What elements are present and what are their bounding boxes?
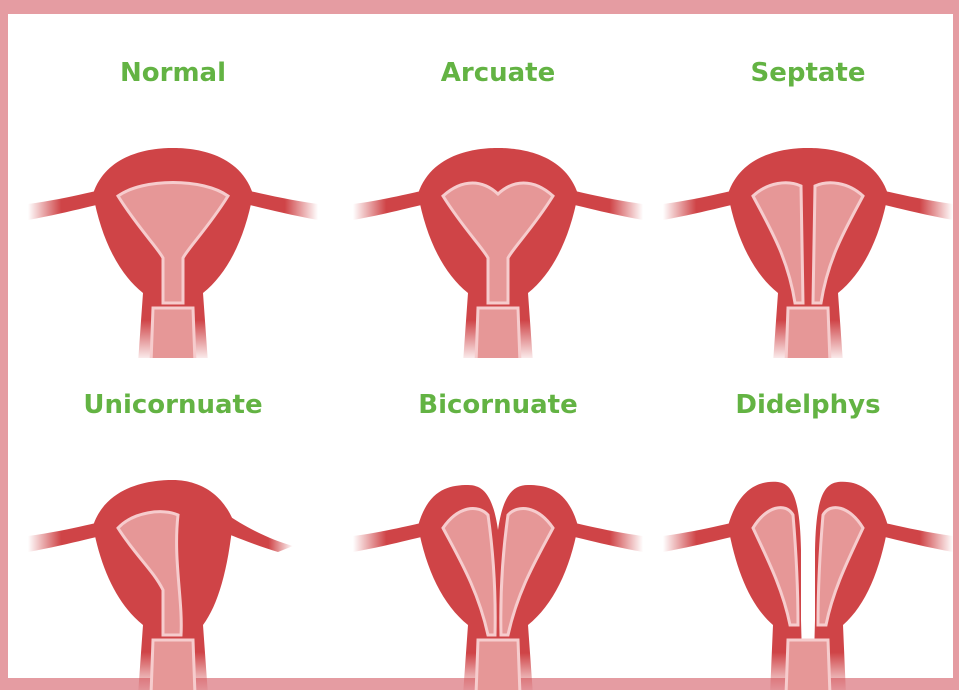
septate-uterus-illustration — [658, 108, 958, 358]
normal-uterus-illustration — [23, 108, 323, 358]
unicornuate-uterus-figure: Unicornuate — [23, 390, 323, 690]
septate-uterus-figure: Septate — [658, 58, 958, 358]
diagram-panel: Normal Arcuate Septate — [8, 14, 953, 678]
arcuate-uterus-figure: Arcuate — [348, 58, 648, 358]
bicornuate-uterus-figure: Bicornuate — [348, 390, 648, 690]
arcuate-uterus-illustration — [348, 108, 648, 358]
unicornuate-label: Unicornuate — [23, 390, 323, 420]
didelphys-uterus-illustration — [658, 440, 958, 690]
bicornuate-label: Bicornuate — [348, 390, 648, 420]
normal-uterus-figure: Normal — [23, 58, 323, 358]
arcuate-label: Arcuate — [348, 58, 648, 88]
didelphys-uterus-figure: Didelphys — [658, 390, 958, 690]
didelphys-label: Didelphys — [658, 390, 958, 420]
bicornuate-uterus-illustration — [348, 440, 648, 690]
septate-label: Septate — [658, 58, 958, 88]
normal-label: Normal — [23, 58, 323, 88]
unicornuate-uterus-illustration — [23, 440, 323, 690]
